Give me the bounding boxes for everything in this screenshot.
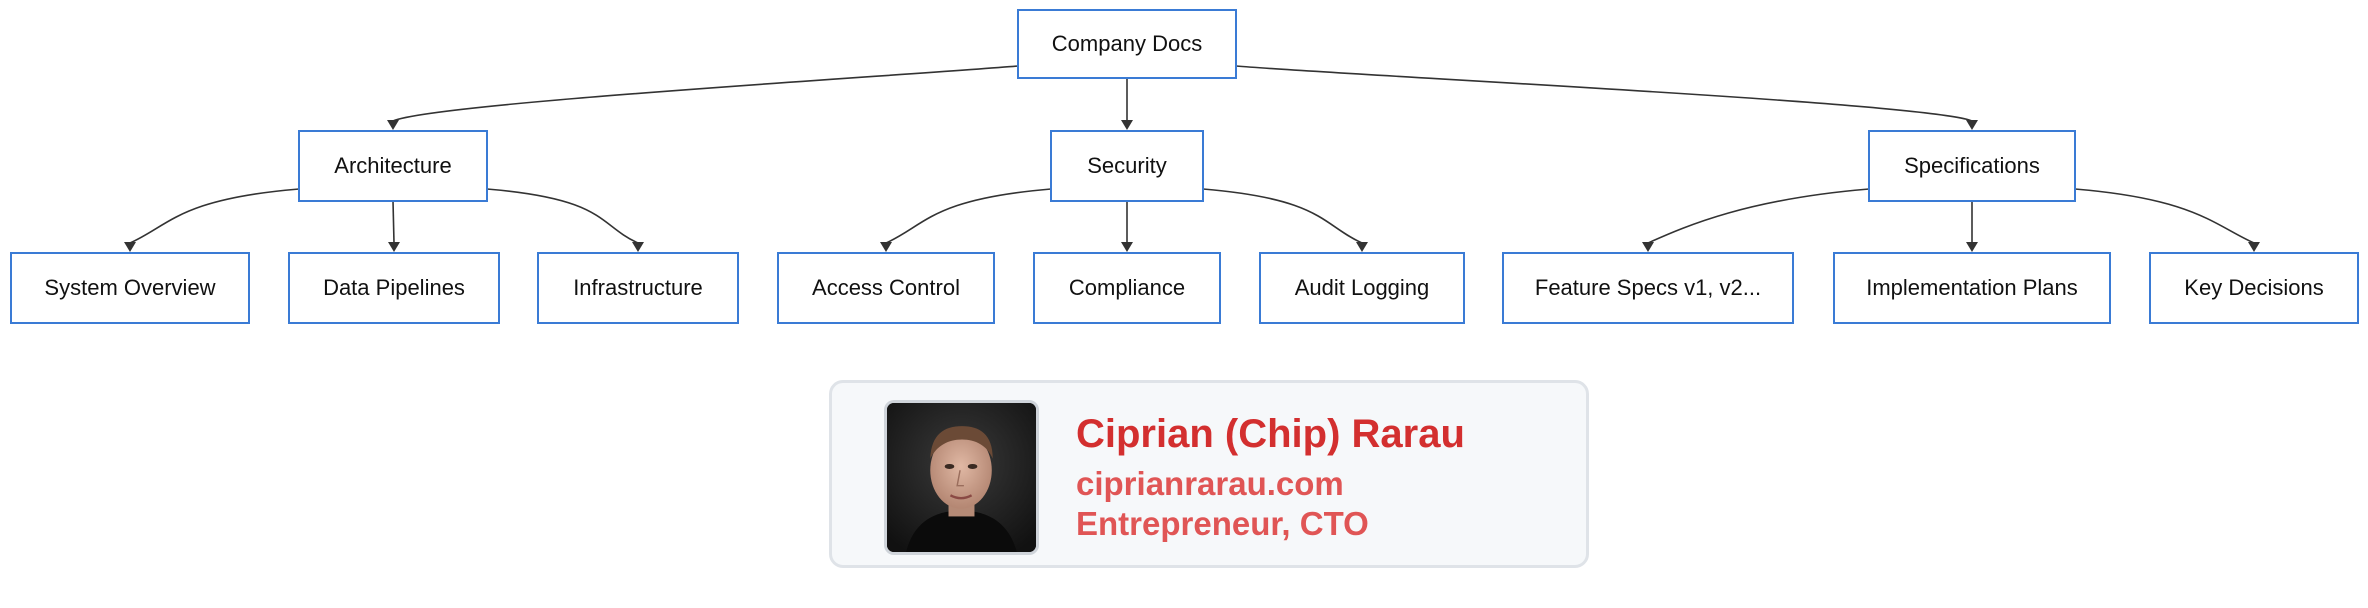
node-sec[interactable]: Security xyxy=(1050,130,1204,202)
arrowhead-arch xyxy=(387,120,399,130)
node-box-compliance[interactable] xyxy=(1033,252,1221,324)
node-arch[interactable]: Architecture xyxy=(298,130,488,202)
node-spec[interactable]: Specifications xyxy=(1868,130,2076,202)
arrowhead-sysov xyxy=(124,242,136,252)
edge-spec-keydec xyxy=(2074,188,2255,244)
profile-website-link[interactable]: ciprianrarau.com xyxy=(1076,465,1344,502)
node-datapipe[interactable]: Data Pipelines xyxy=(288,252,500,324)
node-root[interactable]: Company Docs xyxy=(1017,9,1237,79)
node-label-sysov: System Overview xyxy=(44,275,215,300)
arrowhead-keydec xyxy=(2248,242,2260,252)
node-box-implplans[interactable] xyxy=(1833,252,2111,324)
node-implplans[interactable]: Implementation Plans xyxy=(1833,252,2111,324)
arrowhead-compliance xyxy=(1121,242,1133,252)
node-box-spec[interactable] xyxy=(1868,130,2076,202)
avatar-portrait-icon xyxy=(887,403,1036,552)
edge-sec-access xyxy=(885,188,1052,244)
arrowhead-access xyxy=(880,242,892,252)
node-audit[interactable]: Audit Logging xyxy=(1259,252,1465,324)
node-label-infra: Infrastructure xyxy=(573,275,703,300)
profile-name: Ciprian (Chip) Rarau xyxy=(1076,412,1465,456)
node-box-featspecs[interactable] xyxy=(1502,252,1794,324)
node-box-root[interactable] xyxy=(1017,9,1237,79)
profile-role: Entrepreneur, CTO xyxy=(1076,505,1369,542)
node-label-keydec: Key Decisions xyxy=(2184,275,2323,300)
node-label-access: Access Control xyxy=(812,275,960,300)
node-keydec[interactable]: Key Decisions xyxy=(2149,252,2359,324)
edge-spec-featspecs xyxy=(1647,188,1870,244)
edges-layer xyxy=(124,65,2260,252)
node-box-audit[interactable] xyxy=(1259,252,1465,324)
arrowhead-spec xyxy=(1966,120,1978,130)
node-box-arch[interactable] xyxy=(298,130,488,202)
profile-card: Ciprian (Chip) Rarau ciprianrarau.com En… xyxy=(829,380,1589,568)
edge-root-arch xyxy=(392,65,1019,122)
node-compliance[interactable]: Compliance xyxy=(1033,252,1221,324)
node-box-infra[interactable] xyxy=(537,252,739,324)
arrowhead-featspecs xyxy=(1642,242,1654,252)
node-box-sec[interactable] xyxy=(1050,130,1204,202)
edge-arch-sysov xyxy=(129,188,300,244)
node-featspecs[interactable]: Feature Specs v1, v2... xyxy=(1502,252,1794,324)
arrowhead-infra xyxy=(632,242,644,252)
arrowhead-implplans xyxy=(1966,242,1978,252)
arrowhead-datapipe xyxy=(388,242,400,252)
node-box-keydec[interactable] xyxy=(2149,252,2359,324)
node-label-compliance: Compliance xyxy=(1069,275,1185,300)
edge-root-spec xyxy=(1235,65,1973,122)
node-box-sysov[interactable] xyxy=(10,252,250,324)
node-access[interactable]: Access Control xyxy=(777,252,995,324)
node-label-implplans: Implementation Plans xyxy=(1866,275,2078,300)
node-box-datapipe[interactable] xyxy=(288,252,500,324)
arrowhead-sec xyxy=(1121,120,1133,130)
arrowhead-audit xyxy=(1356,242,1368,252)
node-box-access[interactable] xyxy=(777,252,995,324)
edge-arch-infra xyxy=(486,188,639,244)
node-label-spec: Specifications xyxy=(1904,153,2040,178)
node-label-root: Company Docs xyxy=(1052,31,1202,56)
node-label-arch: Architecture xyxy=(334,153,451,178)
node-label-featspecs: Feature Specs v1, v2... xyxy=(1535,275,1761,300)
node-infra[interactable]: Infrastructure xyxy=(537,252,739,324)
node-label-datapipe: Data Pipelines xyxy=(323,275,465,300)
node-sysov[interactable]: System Overview xyxy=(10,252,250,324)
node-label-sec: Security xyxy=(1087,153,1166,178)
node-label-audit: Audit Logging xyxy=(1295,275,1430,300)
edge-arch-datapipe xyxy=(392,200,395,244)
edge-sec-audit xyxy=(1202,188,1363,244)
profile-avatar xyxy=(884,400,1039,555)
